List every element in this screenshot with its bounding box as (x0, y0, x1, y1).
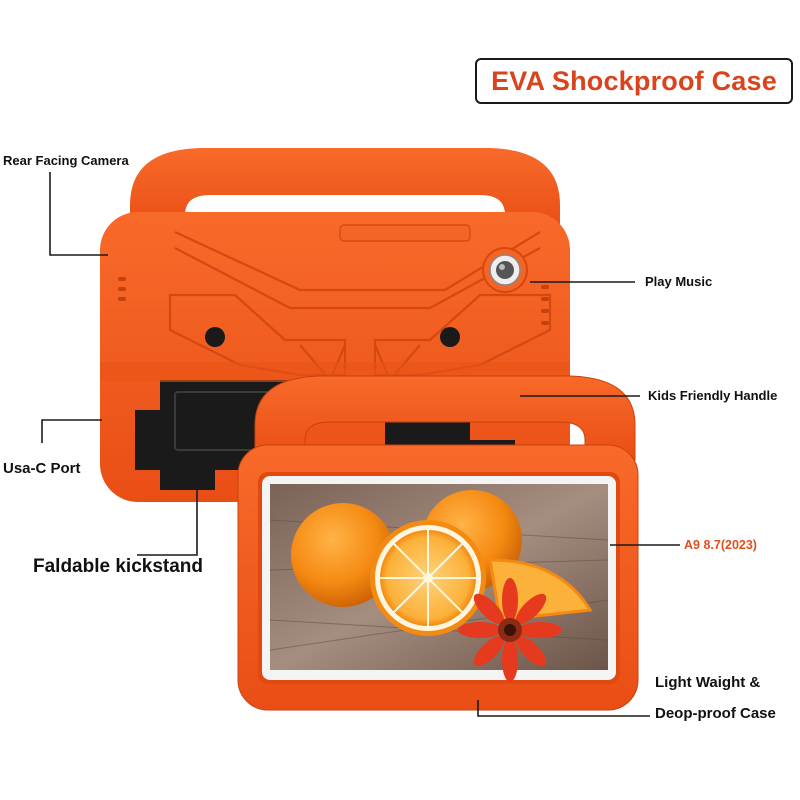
callout-light-weight (477, 700, 650, 717)
title-box: EVA Shockproof Case (475, 58, 793, 104)
front-handle (254, 375, 636, 461)
callout-usb (41, 419, 102, 443)
callout-rear-camera (49, 172, 108, 256)
back-handle (130, 148, 560, 230)
tablet-screen (269, 484, 609, 682)
back-case (100, 148, 570, 502)
label-rear-camera: Rear Facing Camera (3, 153, 129, 168)
screw-left (205, 327, 225, 347)
label-model: A9 8.7(2023) (684, 538, 757, 552)
label-light-weight-2: Deop-proof Case (655, 705, 776, 722)
label-kickstand: Faldable kickstand (33, 556, 204, 577)
page-title: EVA Shockproof Case (491, 65, 777, 96)
front-case (237, 375, 639, 711)
label-play-music: Play Music (645, 274, 713, 289)
camera-lens-icon (482, 247, 528, 293)
label-handle: Kids Friendly Handle (648, 388, 778, 403)
label-light-weight-1: Light Waight & (655, 674, 761, 691)
label-usb: Usa-C Port (3, 460, 81, 477)
callout-kickstand (137, 472, 198, 556)
screw-right (440, 327, 460, 347)
callout-lines (41, 172, 680, 717)
